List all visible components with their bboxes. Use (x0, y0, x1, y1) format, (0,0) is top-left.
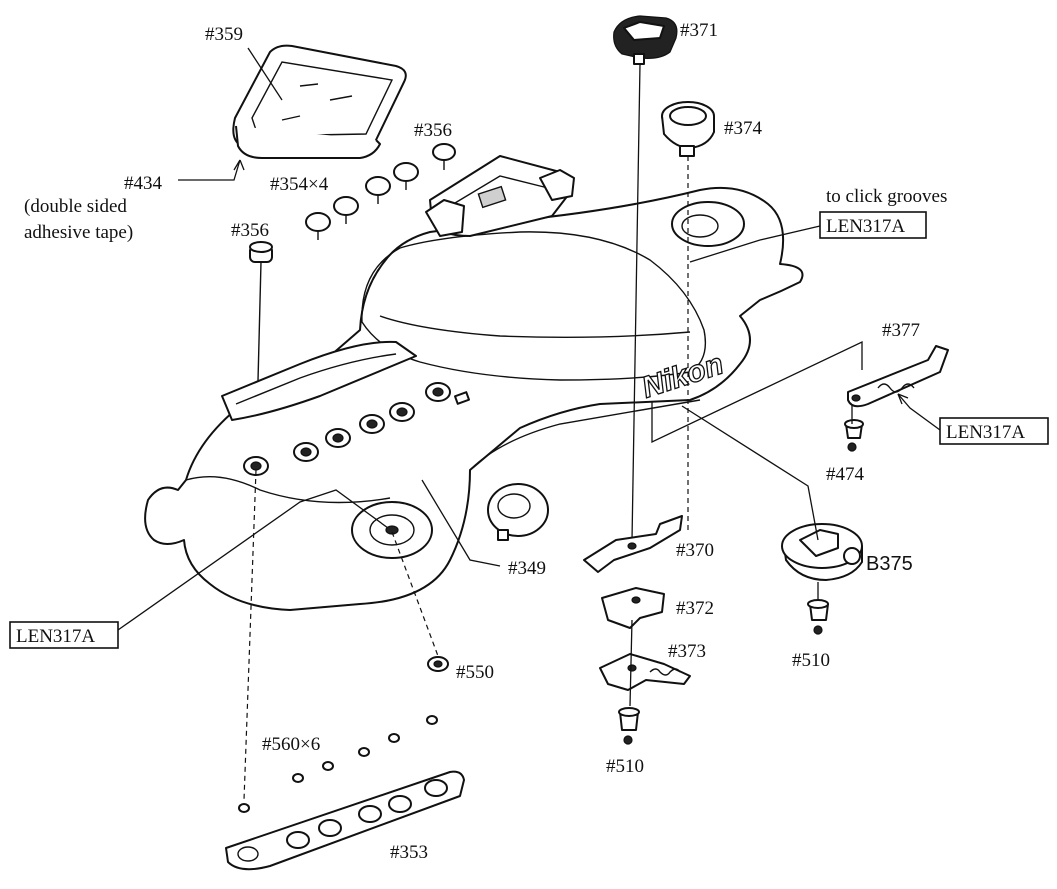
label-356-top: #356 (414, 120, 452, 141)
label-356-left: #356 (231, 220, 269, 241)
label-377: #377 (882, 320, 920, 341)
axis-left (243, 469, 257, 801)
len-top-box (819, 211, 927, 239)
leader-434 (178, 159, 241, 181)
top-cover-body (144, 155, 804, 611)
len-right-box (939, 417, 1049, 445)
label-510-mid: #510 (606, 756, 644, 777)
part-560-balls (238, 715, 438, 813)
part-356-top-button (432, 143, 456, 170)
part-b375 (781, 523, 863, 581)
label-474: #474 (826, 464, 865, 485)
label-550: #550 (456, 662, 494, 683)
leader-len-right (897, 393, 941, 431)
part-372-block (601, 587, 665, 629)
part-510-mid-screw (618, 707, 640, 745)
part-354-buttons (305, 162, 419, 240)
leader-359 (247, 47, 283, 101)
label-len-top: LEN317A (826, 216, 905, 237)
part-370-plate (583, 515, 683, 573)
label-349: #349 (508, 558, 546, 579)
label-372: #372 (676, 598, 714, 619)
label-434: #434 (124, 173, 163, 194)
leader-len-left (117, 489, 389, 631)
axis-550 (391, 531, 439, 657)
label-len-right: LEN317A (946, 422, 1025, 443)
label-359: #359 (205, 24, 243, 45)
part-353-plate (225, 770, 465, 871)
label-354: #354×4 (270, 174, 329, 195)
part-371-knob (613, 15, 678, 65)
label-370: #370 (676, 540, 714, 561)
label-371: #371 (680, 20, 718, 41)
len-left-box (9, 621, 119, 649)
arrow-434 (233, 159, 245, 171)
part-474-screw (844, 419, 864, 452)
arrow-len-right (897, 393, 909, 405)
leader-349 (421, 479, 501, 567)
axis-510-mid (629, 619, 633, 707)
label-373: #373 (668, 641, 706, 662)
label-len-left: LEN317A (16, 626, 95, 647)
label-374: #374 (724, 118, 763, 139)
axis-371 (631, 63, 641, 541)
part-550-spring (427, 656, 449, 672)
part-377-lever (847, 345, 949, 408)
label-560: #560×6 (262, 734, 320, 755)
part-349-grip-dial (487, 483, 549, 541)
part-374-dial (661, 101, 715, 157)
tape-note-line2: adhesive tape) (24, 222, 133, 243)
tape-note-line1: (double sided (24, 196, 127, 217)
click-grooves-note: to click grooves (826, 186, 947, 207)
leader-b375 (681, 405, 819, 541)
label-b375: B375 (866, 553, 913, 575)
part-373-plate (599, 653, 691, 691)
label-353: #353 (390, 842, 428, 863)
leader-377 (651, 340, 863, 444)
part-359-lcd-window (232, 44, 407, 159)
leader-len-top (689, 225, 821, 263)
label-510-right: #510 (792, 650, 830, 671)
part-510-right-screw (807, 599, 829, 635)
